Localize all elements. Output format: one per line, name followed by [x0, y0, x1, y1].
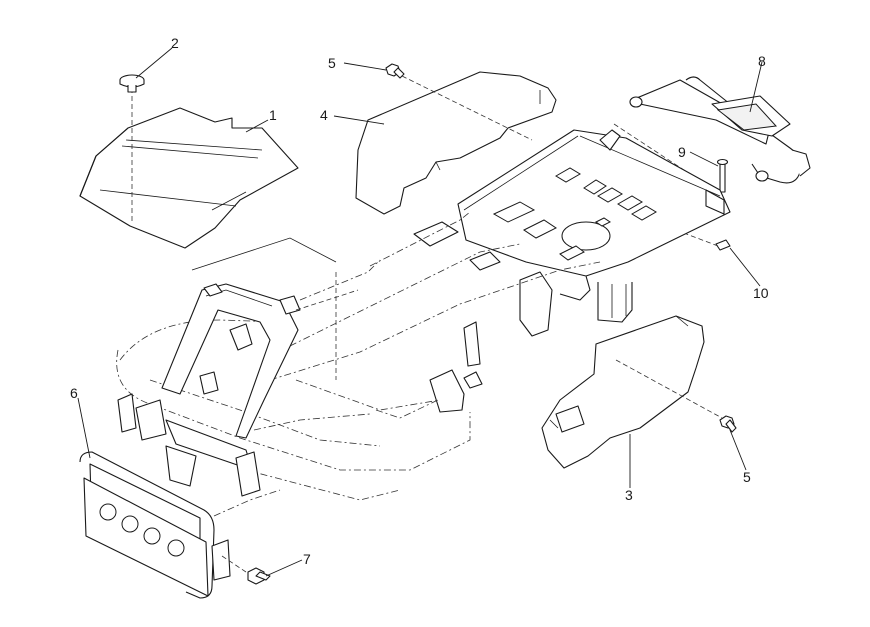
callout-10: 10 [753, 285, 769, 301]
part-8-rear-bumper [613, 76, 811, 184]
leader-8 [749, 61, 763, 113]
leader-6 [77, 397, 91, 459]
callout-4: 4 [320, 107, 328, 123]
callout-6: 6 [70, 385, 78, 401]
part-5-bolt-bottom [719, 415, 737, 433]
leader-2 [135, 47, 173, 79]
callout-2: 2 [171, 35, 179, 51]
part-1-floor-panel-outline [191, 237, 337, 271]
callout-7: 7 [303, 551, 311, 567]
part-3-right-cover [541, 315, 723, 469]
leader-4 [333, 115, 385, 125]
leader-1 [245, 119, 269, 133]
callout-8: 8 [758, 53, 766, 69]
callout-3: 3 [625, 487, 633, 503]
part-5-bolt-top [385, 63, 533, 141]
callout-9: 9 [678, 144, 686, 160]
leader-5a [343, 62, 387, 71]
callout-leaders [77, 47, 763, 577]
callout-5-top: 5 [328, 55, 336, 71]
leader-9 [689, 151, 719, 167]
leader-10 [729, 247, 761, 287]
part-1-cover-plate [79, 88, 299, 249]
callout-1: 1 [269, 107, 277, 123]
part-9-pin [716, 158, 729, 193]
leader-7 [265, 559, 303, 577]
main-frame [116, 129, 731, 501]
part-10-clip [675, 229, 731, 251]
part-7-bolt [221, 555, 271, 585]
part-2-knob [119, 74, 145, 93]
part-4-side-cover [355, 71, 557, 215]
callout-5-bottom: 5 [743, 469, 751, 485]
part-6-front-bumper [79, 451, 281, 599]
leader-5b [729, 429, 747, 471]
callout-labels: 1 2 3 4 5 5 6 7 8 9 10 [70, 35, 769, 567]
